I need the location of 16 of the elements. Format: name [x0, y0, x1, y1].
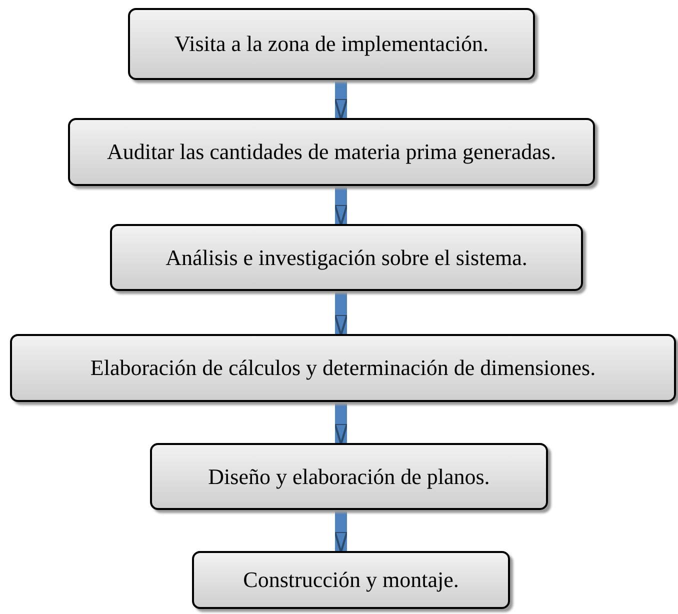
step-text: Elaboración de cálculos y determinación de dimensiones. [89, 354, 597, 382]
process-box [10, 334, 676, 402]
process-box [68, 118, 595, 186]
step-text: Diseño y elaboración de planos. [207, 462, 491, 490]
block-arrow [334, 80, 348, 120]
step-text: Visita a la zona de implementación. [174, 30, 490, 58]
step-text: Construcción y montaje. [242, 566, 460, 594]
block-arrow [334, 291, 348, 336]
block-arrow [334, 186, 348, 226]
block-arrow [334, 510, 348, 553]
process-box [110, 224, 583, 291]
step-text: Auditar las cantidades de materia prima generadas. [106, 138, 557, 166]
process-box [192, 551, 510, 609]
process-box [150, 443, 548, 510]
step-text: Análisis e investigación sobre el sistema. [164, 244, 528, 272]
process-box [128, 8, 535, 80]
